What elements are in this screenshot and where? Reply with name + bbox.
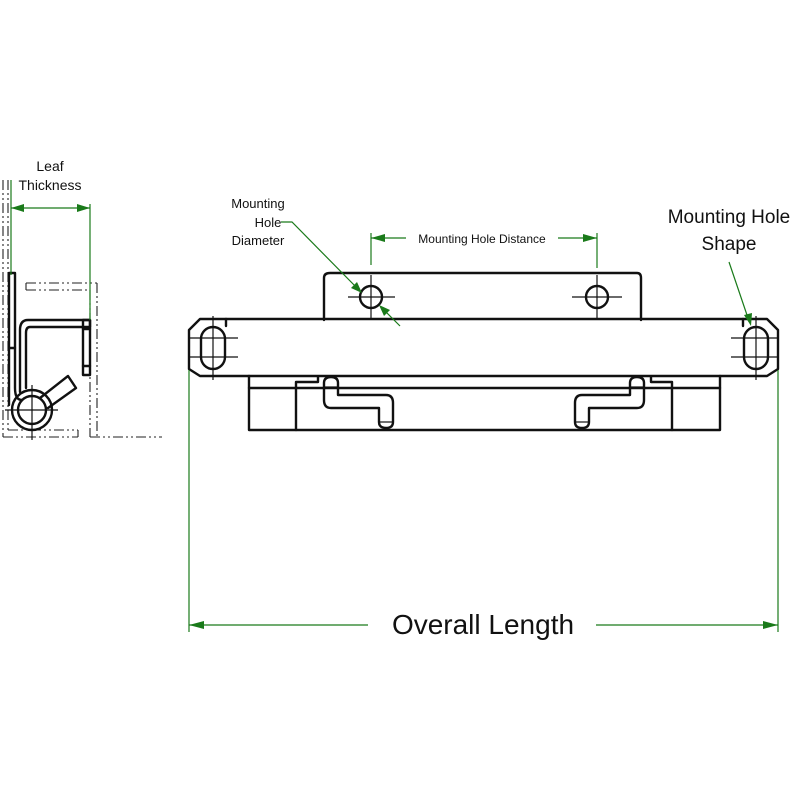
mounting-hole-diameter-label-line1: Mounting: [231, 196, 284, 211]
mounting-hole-shape-label-line2: Shape: [702, 234, 757, 255]
pin-latch-left: [322, 375, 395, 430]
leaf-plate-right: [81, 318, 92, 377]
arrowhead: [583, 234, 597, 242]
knuckle-step: [294, 375, 320, 390]
arrowhead: [379, 305, 390, 316]
side-view: Leaf Thickness: [2, 158, 162, 440]
leaf-arm: [18, 318, 92, 394]
leader-line: [281, 221, 360, 291]
leaf-plate: [7, 271, 17, 350]
mounting-hole-distance-label: Mounting Hole Distance: [418, 232, 546, 246]
arrowhead: [744, 313, 752, 326]
front-view: Mounting Hole Distance Mounting Hole Dia…: [187, 196, 791, 640]
arrowhead: [77, 204, 90, 212]
mounting-hole-diameter-label-line2: Hole: [255, 215, 282, 230]
arrowhead: [371, 234, 385, 242]
knuckle-step: [649, 375, 674, 390]
pin-latch-right: [573, 375, 646, 430]
overall-length-label: Overall Length: [392, 609, 574, 640]
arrowhead: [763, 621, 778, 629]
arrowhead: [351, 282, 362, 293]
upper-leaf: [322, 271, 643, 322]
mounting-hole-diameter-label-line3: Diameter: [232, 233, 285, 248]
pin-lever: [38, 374, 78, 410]
leader-line: [728, 261, 749, 319]
mounting-hole-shape-label-line1: Mounting Hole: [668, 207, 791, 228]
arrowhead: [11, 204, 24, 212]
leaf-thickness-label-line1: Leaf: [36, 158, 63, 174]
arrowhead: [189, 621, 204, 629]
leaf-thickness-label-line2: Thickness: [18, 177, 81, 193]
barrel-body: [247, 374, 722, 432]
lower-leaf: [187, 317, 780, 378]
